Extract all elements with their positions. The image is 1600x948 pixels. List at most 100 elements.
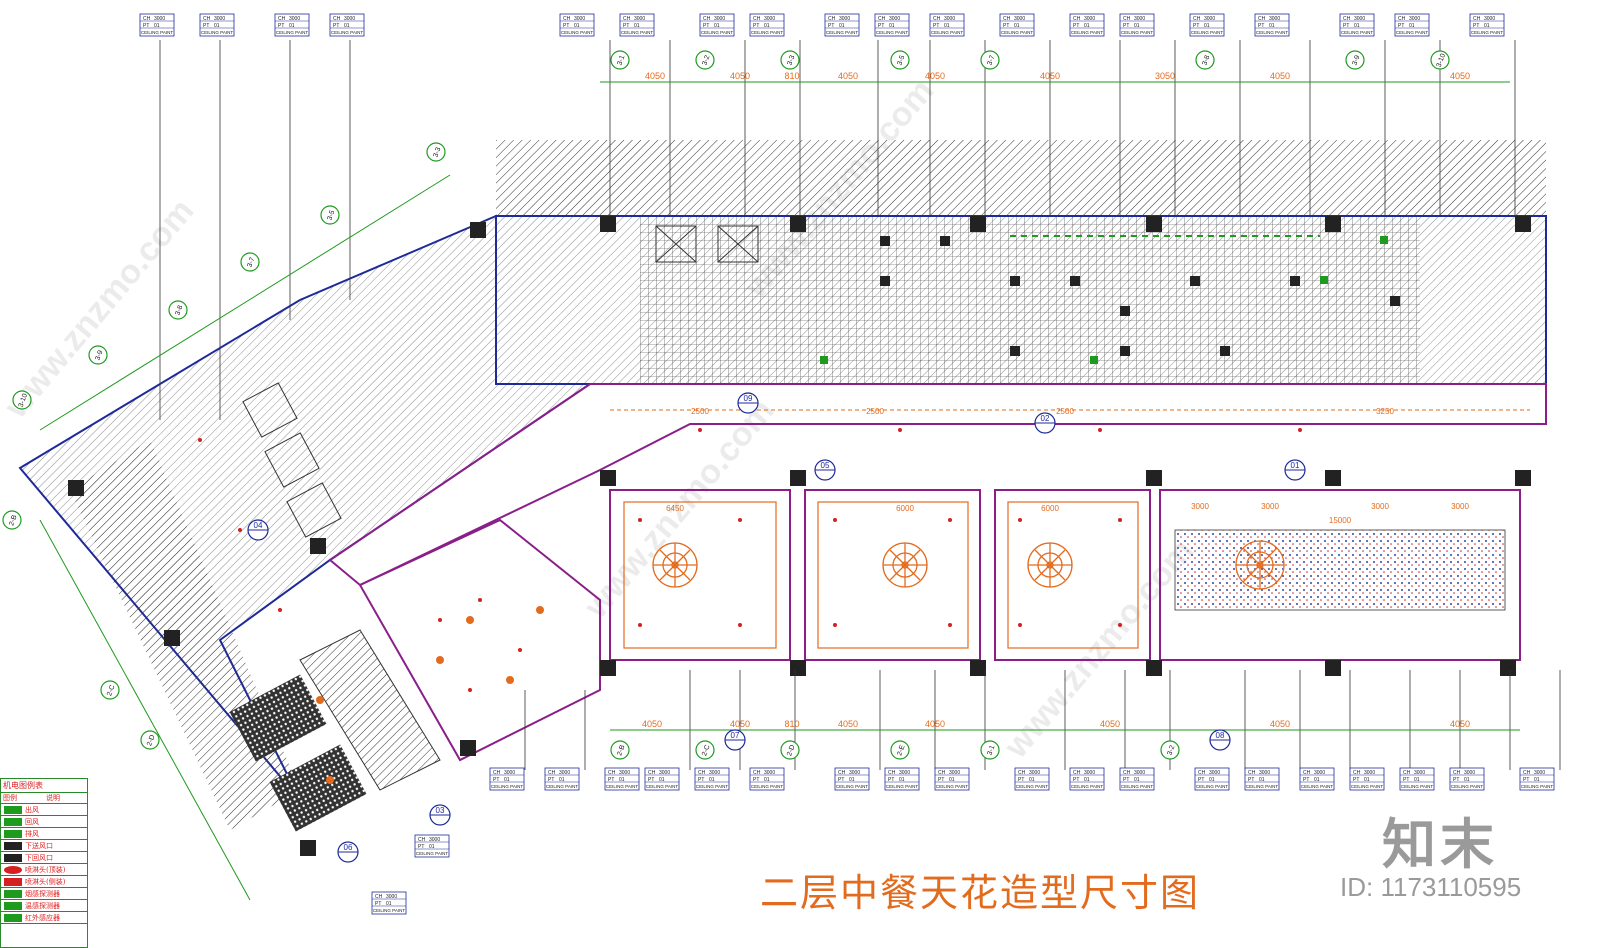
legend-row: 温感探测器 bbox=[1, 900, 87, 912]
svg-text:CH: CH bbox=[1258, 16, 1266, 22]
grid-bubble: 3-8 bbox=[168, 300, 188, 320]
kitchen-fixtures bbox=[820, 236, 1400, 364]
svg-text:01: 01 bbox=[154, 23, 160, 29]
svg-text:PT: PT bbox=[1193, 23, 1199, 29]
rosette-3 bbox=[1027, 542, 1073, 588]
svg-text:3000: 3000 bbox=[949, 770, 960, 776]
svg-text:01: 01 bbox=[1364, 777, 1370, 783]
svg-text:3-8: 3-8 bbox=[1201, 54, 1211, 66]
svg-text:CEILING PAINT: CEILING PAINT bbox=[936, 784, 968, 789]
elevator-shafts bbox=[242, 225, 759, 538]
svg-text:PT: PT bbox=[143, 23, 149, 29]
svg-text:CEILING PAINT: CEILING PAINT bbox=[1341, 30, 1373, 35]
svg-text:3000: 3000 bbox=[214, 16, 225, 22]
svg-text:CH: CH bbox=[1073, 770, 1081, 776]
bottom-dimension: 4050 bbox=[730, 719, 750, 729]
svg-text:CEILING PAINT: CEILING PAINT bbox=[606, 784, 638, 789]
svg-text:CEILING PAINT: CEILING PAINT bbox=[416, 851, 448, 856]
svg-text:01: 01 bbox=[1209, 777, 1215, 783]
legend-row: 下送风口 bbox=[1, 840, 87, 852]
svg-text:3000: 3000 bbox=[1534, 770, 1545, 776]
legend-symbol-icon bbox=[4, 805, 22, 814]
svg-text:02: 02 bbox=[1041, 414, 1050, 423]
inner-dimension: 6450 bbox=[666, 504, 684, 513]
svg-text:3000: 3000 bbox=[1209, 770, 1220, 776]
svg-text:CH: CH bbox=[1523, 770, 1531, 776]
svg-text:CEILING PAINT: CEILING PAINT bbox=[886, 784, 918, 789]
legend-description: 回风 bbox=[25, 817, 39, 826]
svg-text:PT: PT bbox=[548, 777, 554, 783]
watermark-text: www.znzmo.com bbox=[996, 532, 1201, 766]
legend-header-desc: 说明 bbox=[46, 794, 60, 802]
svg-text:CH: CH bbox=[375, 894, 383, 900]
svg-text:PT: PT bbox=[1198, 777, 1204, 783]
inner-dimension: 6000 bbox=[896, 504, 914, 513]
room-3 bbox=[994, 489, 1151, 661]
inner-dimension: 3000 bbox=[1371, 502, 1389, 511]
svg-text:PT: PT bbox=[1018, 777, 1024, 783]
svg-text:3000: 3000 bbox=[659, 770, 670, 776]
svg-text:3-2: 3-2 bbox=[701, 54, 711, 66]
svg-text:01: 01 bbox=[659, 777, 665, 783]
legend-symbol-icon bbox=[4, 889, 22, 898]
legend-row: 喷淋头(侧装) bbox=[1, 876, 87, 888]
svg-text:3000: 3000 bbox=[1314, 770, 1325, 776]
left-dim-line bbox=[39, 519, 251, 901]
svg-text:07: 07 bbox=[731, 731, 740, 740]
svg-text:3-7: 3-7 bbox=[246, 256, 256, 268]
bottom-dimension: 4050 bbox=[642, 719, 662, 729]
svg-text:PT: PT bbox=[1123, 23, 1129, 29]
svg-text:3000: 3000 bbox=[386, 894, 397, 900]
legend-description: 排风 bbox=[25, 829, 39, 838]
svg-text:CH: CH bbox=[333, 16, 341, 22]
section-mark: 01 bbox=[1284, 459, 1306, 481]
top-dimension: 4050 bbox=[645, 71, 665, 81]
legend-row: 喷淋头(顶装) bbox=[1, 864, 87, 876]
legend-row: 烟感探测器 bbox=[1, 888, 87, 900]
grid-bubble: 3-9 bbox=[1345, 50, 1365, 70]
lobby-room bbox=[358, 518, 601, 762]
svg-text:3000: 3000 bbox=[1259, 770, 1270, 776]
svg-text:PT: PT bbox=[278, 23, 284, 29]
svg-text:3-10: 3-10 bbox=[1436, 53, 1447, 69]
svg-text:PT: PT bbox=[608, 777, 614, 783]
bottom-dimension: 4050 bbox=[1100, 719, 1120, 729]
svg-text:PT: PT bbox=[1343, 23, 1349, 29]
top-dimension: 4050 bbox=[838, 71, 858, 81]
svg-text:CH: CH bbox=[608, 770, 616, 776]
svg-text:3000: 3000 bbox=[559, 770, 570, 776]
svg-text:3000: 3000 bbox=[1414, 770, 1425, 776]
grid-bubble: 3-7 bbox=[240, 252, 260, 272]
svg-text:CEILING PAINT: CEILING PAINT bbox=[1246, 784, 1278, 789]
svg-text:01: 01 bbox=[504, 777, 510, 783]
legend-symbol-icon bbox=[4, 901, 22, 910]
svg-text:3000: 3000 bbox=[839, 16, 850, 22]
svg-text:3000: 3000 bbox=[344, 16, 355, 22]
hatched-zone-top bbox=[496, 140, 1546, 216]
svg-text:CH: CH bbox=[1123, 16, 1131, 22]
svg-text:01: 01 bbox=[634, 23, 640, 29]
svg-text:04: 04 bbox=[254, 521, 263, 530]
svg-text:01: 01 bbox=[1259, 777, 1265, 783]
svg-text:CH: CH bbox=[548, 770, 556, 776]
grid-bubble: 3-3 bbox=[780, 50, 800, 70]
svg-text:PT: PT bbox=[1353, 777, 1359, 783]
svg-text:3000: 3000 bbox=[619, 770, 630, 776]
grid-bubble: 2-E bbox=[890, 740, 910, 760]
svg-text:2-B: 2-B bbox=[8, 514, 18, 527]
svg-text:CH: CH bbox=[143, 16, 151, 22]
svg-text:CEILING PAINT: CEILING PAINT bbox=[751, 30, 783, 35]
section-mark: 08 bbox=[1209, 729, 1231, 751]
legend-symbol-icon bbox=[4, 853, 22, 862]
